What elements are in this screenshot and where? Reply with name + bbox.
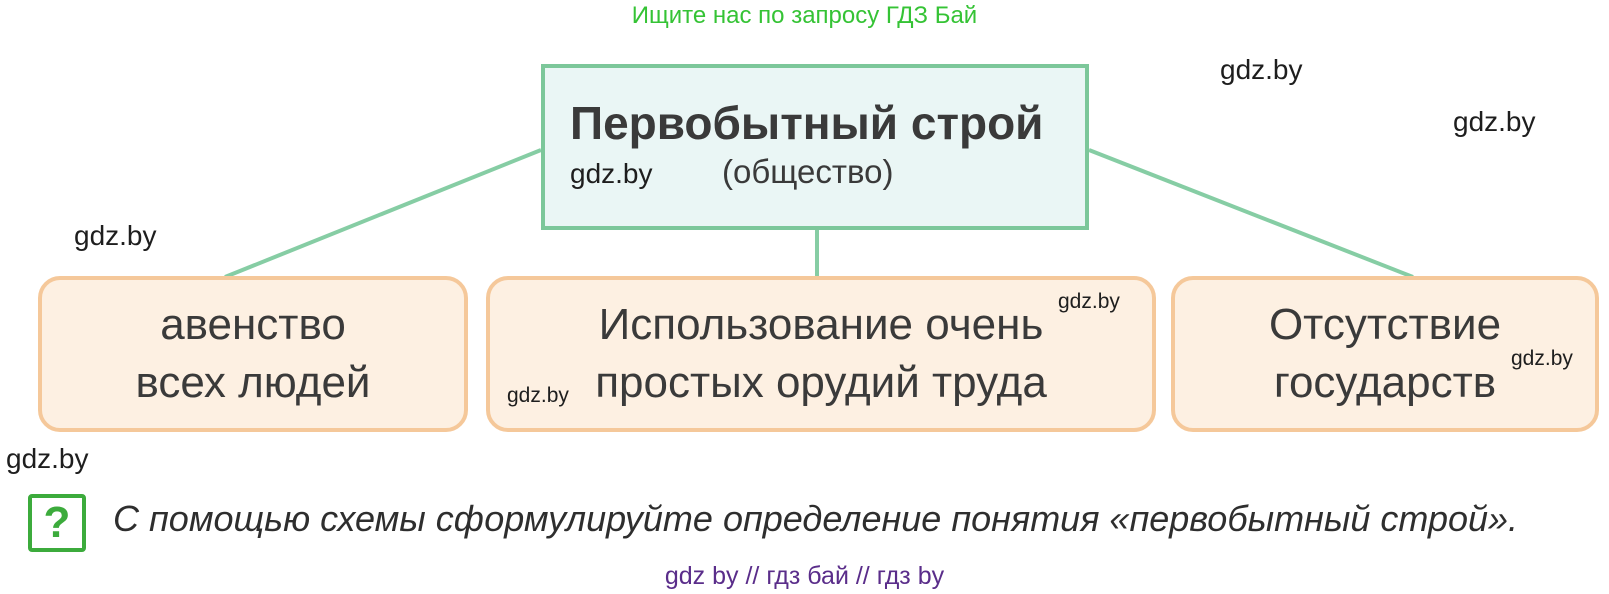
branch-equality-line2: всех людей xyxy=(135,358,371,407)
watermark-right-box: gdz.by xyxy=(1511,347,1573,370)
watermark-middle-box-bottom: gdz.by xyxy=(507,384,569,407)
question-mark-glyph: ? xyxy=(43,498,71,547)
watermark-top-right-1: gdz.by xyxy=(1220,54,1303,85)
connector-left xyxy=(224,148,542,279)
branch-equality: авенство всех людей xyxy=(38,276,468,432)
watermark-top-right-2: gdz.by xyxy=(1453,106,1536,137)
branch-tools-line1: Использование очень xyxy=(598,300,1044,349)
connector-right xyxy=(1088,148,1414,279)
watermark-main-box: gdz.by xyxy=(570,158,653,189)
main-concept-box: Первобытный строй gdz.by (общество) xyxy=(541,64,1089,230)
task-question: С помощью схемы сформулируйте определени… xyxy=(113,498,1519,539)
main-concept-title: Первобытный строй xyxy=(570,97,1044,149)
main-concept-subtitle: (общество) xyxy=(722,153,894,190)
branch-tools-line2: простых орудий труда xyxy=(595,358,1047,407)
footer-links: gdz by // гдз бай // гдз by xyxy=(664,562,945,590)
search-banner: Ищите нас по запросу ГДЗ Бай xyxy=(631,2,978,29)
watermark-bottom-left: gdz.by xyxy=(6,443,89,474)
branch-no-states: Отсутствие государств xyxy=(1171,276,1599,432)
branch-no-states-line1: Отсутствие xyxy=(1268,300,1502,349)
branch-tools: Использование очень простых орудий труда xyxy=(486,276,1156,432)
question-mark-icon: ? xyxy=(28,494,86,552)
watermark-middle-box-top: gdz.by xyxy=(1058,290,1120,313)
branch-no-states-line2: государств xyxy=(1273,358,1497,407)
branch-equality-line1: авенство xyxy=(160,300,346,349)
watermark-left: gdz.by xyxy=(74,220,157,251)
